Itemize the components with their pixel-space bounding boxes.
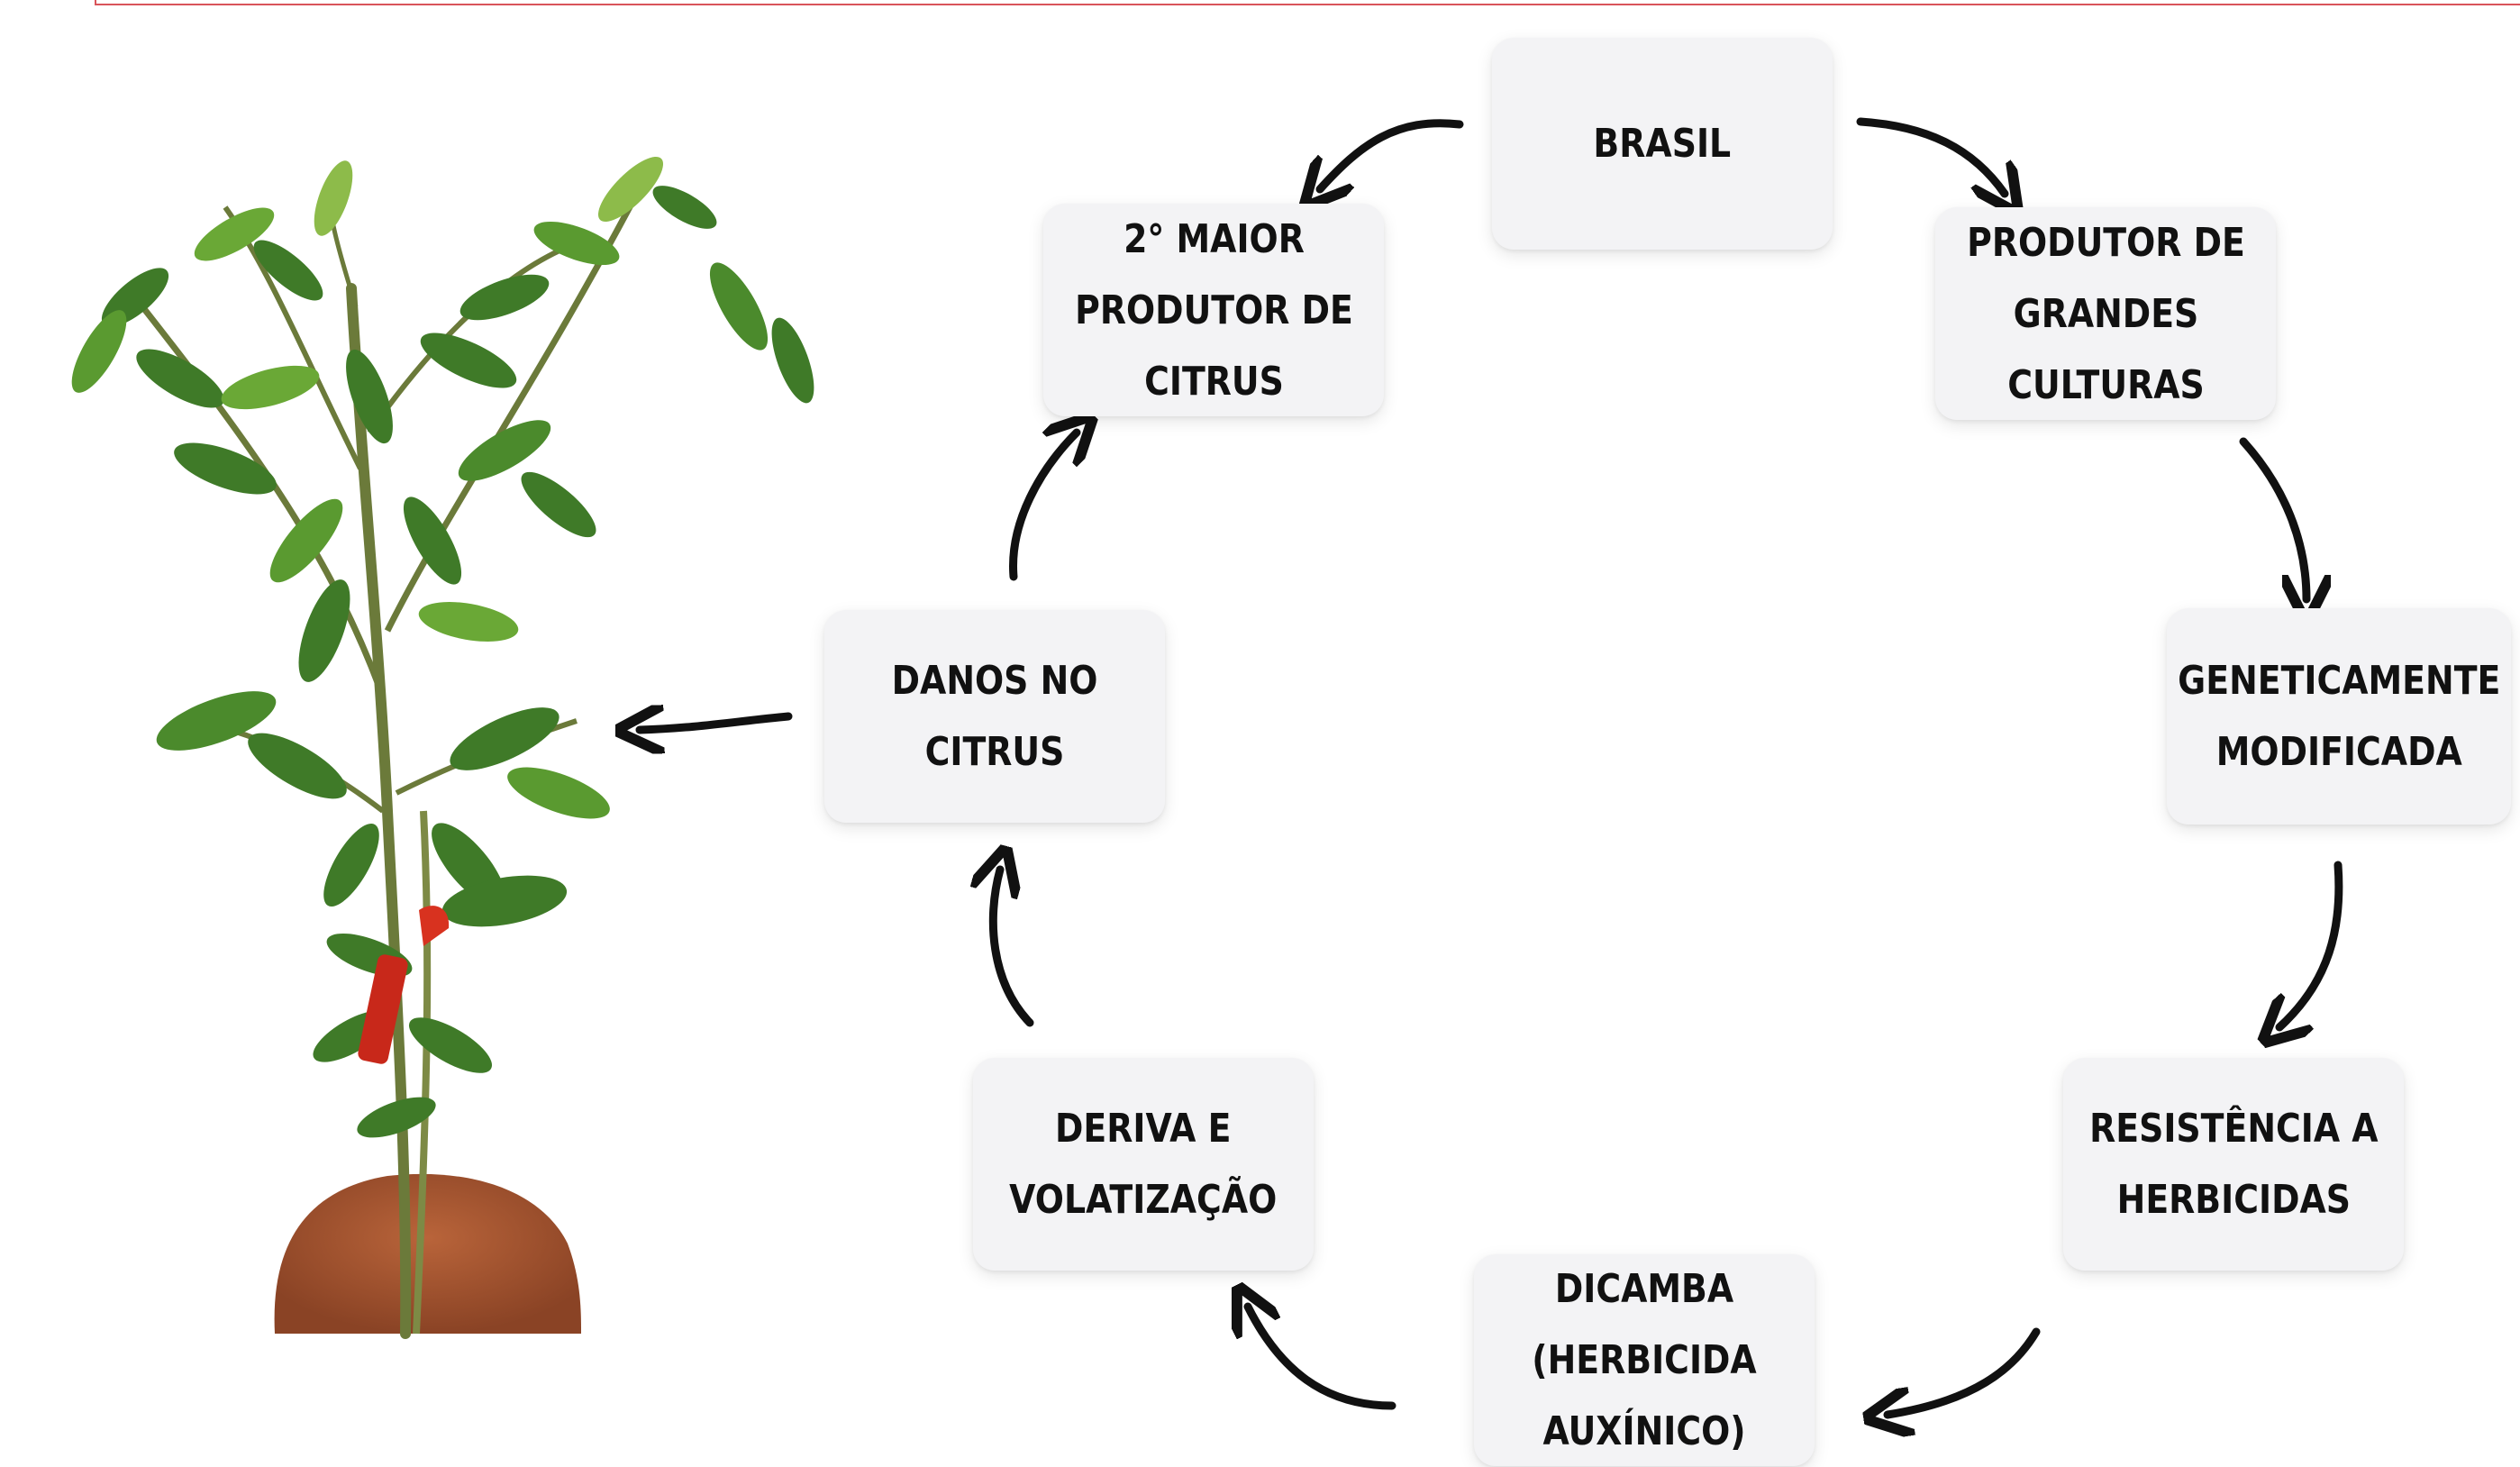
node-label: GENETICAMENTE MODIFICADA xyxy=(2177,658,2501,775)
soil-ball-icon xyxy=(274,1173,581,1334)
arrow-geneticamente-to-resistencia xyxy=(2279,861,2343,1027)
node-geneticamente-modificada: GENETICAMENTE MODIFICADA xyxy=(2167,608,2511,825)
node-label: BRASIL xyxy=(1593,121,1732,167)
node-label: DICAMBA (HERBICIDA AUXÍNICO) xyxy=(1532,1266,1757,1454)
arrow-produtor-to-geneticamente xyxy=(2239,437,2306,599)
arrow-deriva-to-danos xyxy=(993,870,1034,1027)
arrow-brasil-to-produtor xyxy=(1856,117,2005,194)
node-produtor-grandes-culturas: PRODUTOR DE GRANDES CULTURAS xyxy=(1935,207,2276,420)
arrow-maior-to-brasil xyxy=(1320,119,1464,189)
node-label: DERIVA E VOLATIZAÇÃO xyxy=(1009,1106,1278,1223)
arrow-dicamba-to-deriva xyxy=(1248,1307,1396,1410)
node-deriva-volatizacao: DERIVA E VOLATIZAÇÃO xyxy=(973,1058,1314,1271)
arrow-danos-to-plant xyxy=(640,716,793,730)
node-maior-produtor-citrus: 2° MAIOR PRODUTOR DE CITRUS xyxy=(1043,204,1384,416)
citrus-plant-image xyxy=(71,156,814,1339)
top-border-line xyxy=(95,0,2520,5)
node-resistencia-herbicidas: RESISTÊNCIA A HERBICIDAS xyxy=(2063,1058,2404,1271)
node-danos-citrus: DANOS NO CITRUS xyxy=(824,610,1165,823)
node-dicamba: DICAMBA (HERBICIDA AUXÍNICO) xyxy=(1474,1254,1815,1466)
node-label: PRODUTOR DE GRANDES CULTURAS xyxy=(1966,219,2245,408)
node-label: DANOS NO CITRUS xyxy=(891,658,1098,775)
arrow-resistencia-to-dicamba xyxy=(1888,1327,2041,1415)
arrow-danos-to-maior xyxy=(1009,433,1077,581)
node-brasil: BRASIL xyxy=(1492,38,1833,250)
node-label: 2° MAIOR PRODUTOR DE CITRUS xyxy=(1074,215,1353,405)
node-label: RESISTÊNCIA A HERBICIDAS xyxy=(2088,1106,2379,1223)
